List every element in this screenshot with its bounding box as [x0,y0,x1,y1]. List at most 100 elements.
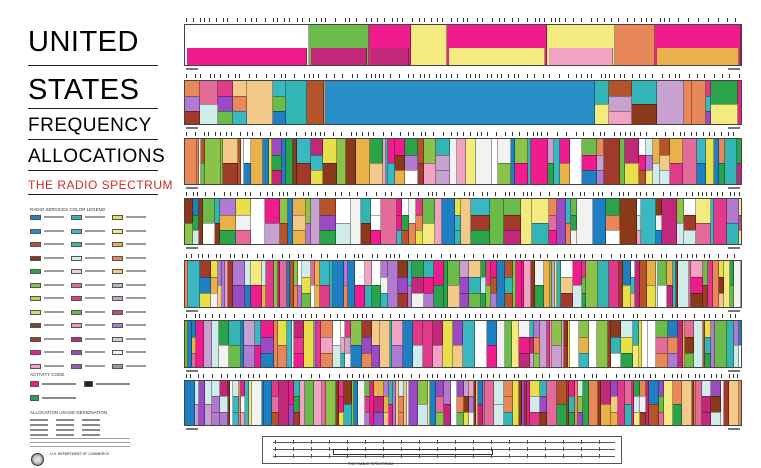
allocation-block [497,261,505,307]
allocation-block [570,321,579,367]
allocation-subblock [656,353,668,367]
band-tick [366,314,367,318]
band-tick [287,314,288,318]
band-tick [727,18,728,22]
band-tick [318,74,319,78]
band-tick [616,374,617,378]
allocation-subblock [384,396,389,412]
scale-tick [545,454,546,458]
allocation-block [411,25,447,65]
band-tick [481,374,482,378]
allocation-block [280,199,288,244]
band-tick [419,374,420,378]
band-tick [604,18,605,22]
allocation-subblock [311,48,367,65]
legend-swatch [30,309,41,315]
band-tick [455,254,456,258]
band-tick [497,74,498,78]
allocation-subblock [739,214,741,231]
band-tick [435,314,436,318]
legend-swatch [30,228,41,234]
band-tick [347,374,348,378]
legend-swatch [71,296,82,301]
allocation-subblock [306,222,311,244]
band-tick [644,254,645,258]
allocation-block [204,321,212,367]
allocation-subblock [297,162,311,184]
band-tick [722,74,723,78]
allocation-subblock [734,345,739,367]
allocation-block [557,199,566,244]
band-tick [570,374,571,378]
band-tick [362,132,363,136]
allocation-subblock [187,48,307,65]
band-end-mark [728,310,740,312]
allocation-subblock [494,404,504,425]
band-tick [466,74,467,78]
allocation-subblock [278,345,287,367]
band-tick [662,74,663,78]
band-tick [281,314,282,318]
allocation-subblock [339,396,344,412]
allocation-block [386,139,388,184]
allocation-block [724,381,729,425]
band-tick [576,74,577,78]
legend-label-line [126,256,146,259]
allocation-subblock [220,230,236,244]
allocation-subblock [685,337,694,353]
allocation-subblock [677,222,684,244]
band-tick [492,18,493,22]
legend-swatch [30,296,41,301]
allocation-subblock [311,285,315,307]
band-tick [425,132,426,136]
allocation-subblock [405,170,418,184]
legend-swatch [112,323,123,328]
band-tick [620,132,621,136]
band-tick [584,374,585,378]
scale-tick [491,440,492,444]
scale-tick [455,440,456,444]
allocation-block [247,81,273,124]
allocation-subblock [323,162,337,184]
allocation-block [230,381,233,425]
allocation-block [586,261,598,307]
band-tick [734,254,735,258]
allocation-subblock [711,396,721,412]
legend-swatch [71,309,82,315]
band-tick [499,314,500,318]
allocation-block [287,321,292,367]
band-tick [463,18,464,22]
band-tick [581,314,582,318]
allocation-subblock [457,396,464,412]
title-rule [28,170,158,171]
allocation-subblock [381,293,388,307]
band-tick [477,18,478,22]
allocation-subblock [355,285,365,307]
band-tick [716,374,717,378]
allocation-block [649,381,659,425]
allocation-subblock [192,337,196,353]
allocation-subblock [212,411,220,425]
band-tick [444,192,445,196]
band-tick [627,18,628,22]
allocation-block [697,139,706,184]
band-tick [461,374,462,378]
band-tick [216,18,217,22]
allocation-subblock [424,293,434,307]
scale-tick [455,454,456,458]
band-tick [696,254,697,258]
band-tick [487,74,488,78]
band-tick [372,254,373,258]
allocation-subblock [205,404,212,425]
allocation-block [463,321,475,367]
allocation-subblock [579,353,589,367]
allocation-block [443,321,453,367]
allocation-subblock [244,345,255,367]
band-tick [504,18,505,22]
band-tick [450,374,451,378]
allocation-subblock [486,285,491,307]
band-tick [373,132,374,136]
legend-label-line [44,256,64,259]
allocation-subblock [320,230,336,244]
band-tick [335,18,336,22]
